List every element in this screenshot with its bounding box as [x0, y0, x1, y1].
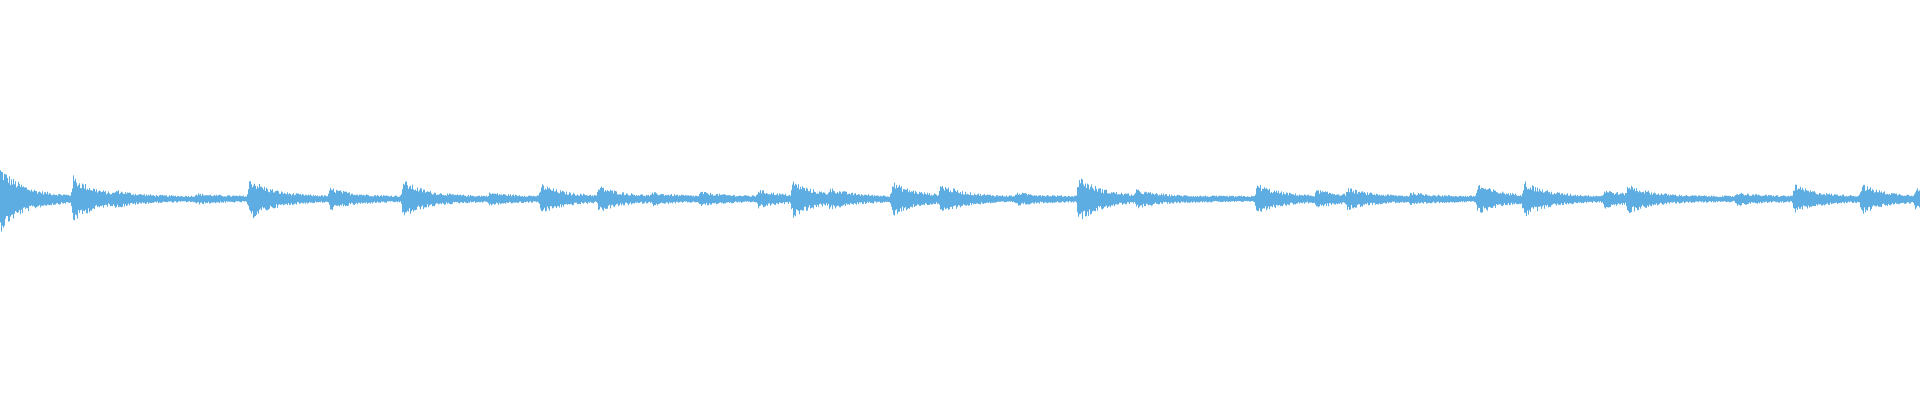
waveform-trace: [0, 170, 1920, 232]
